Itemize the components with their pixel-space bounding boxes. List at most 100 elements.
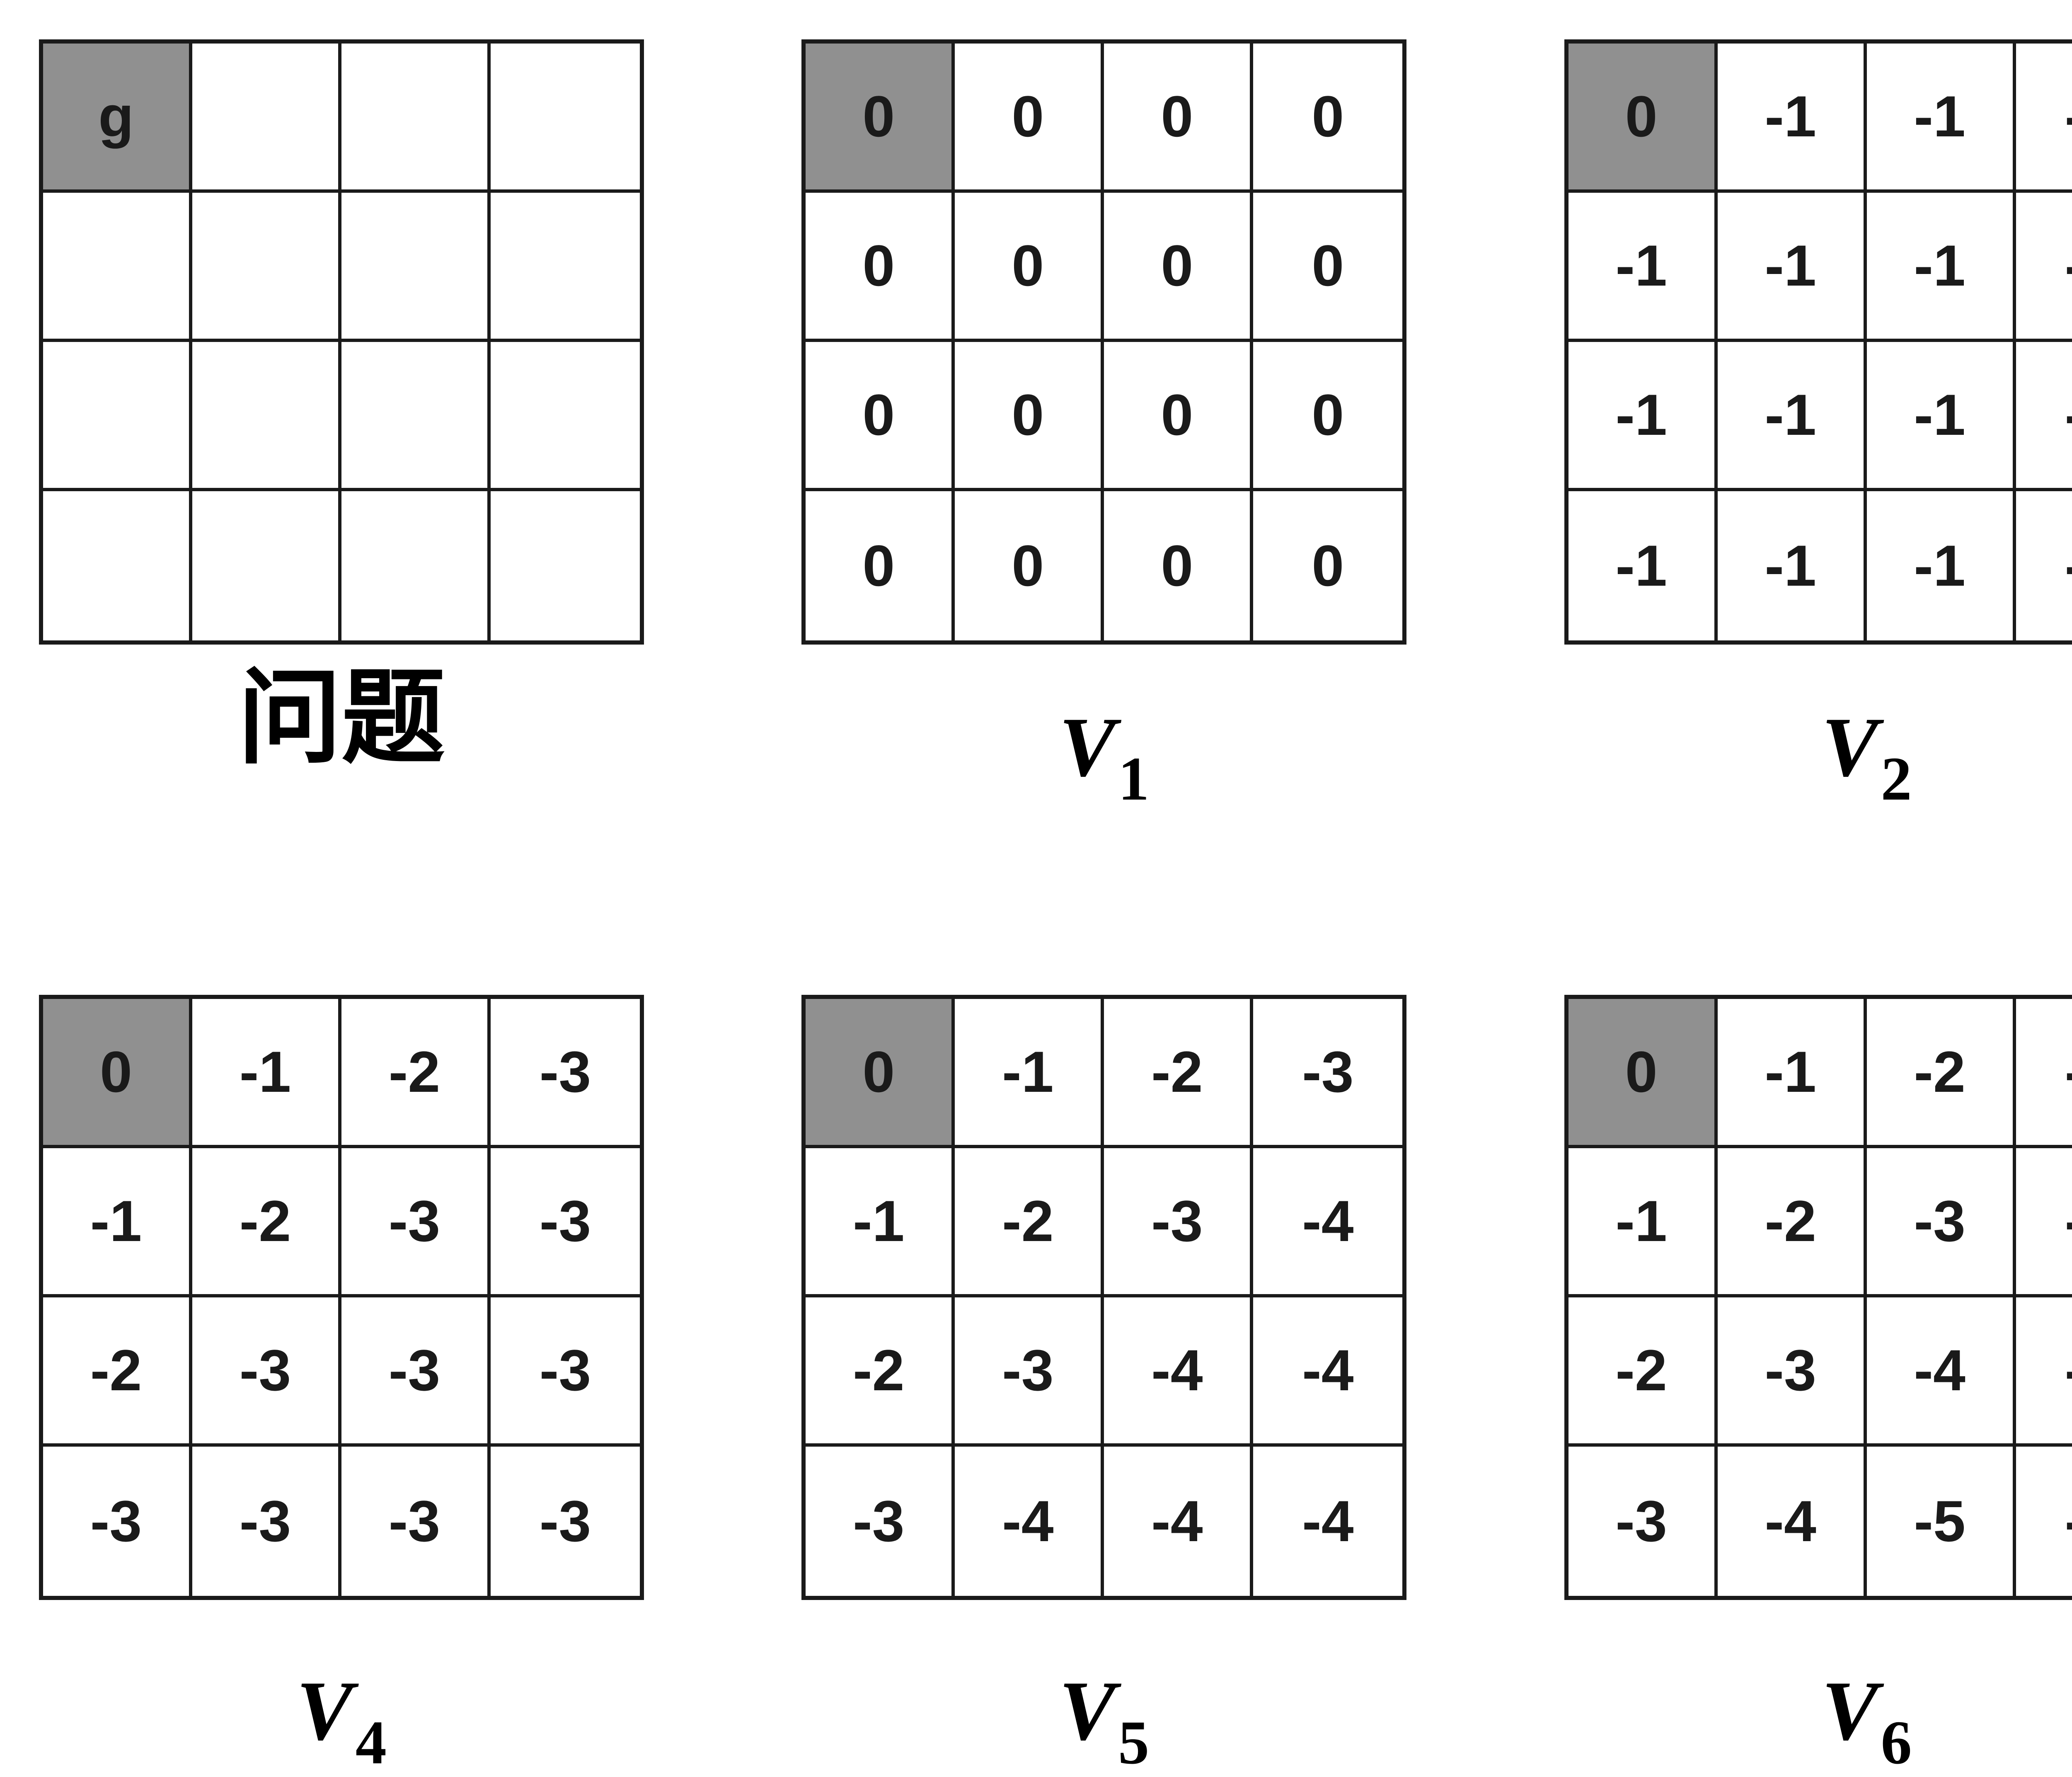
grid-cell-r0c1	[192, 44, 341, 193]
grid-cell-r1c3	[491, 193, 640, 342]
grid-caption-v4: V4	[39, 1600, 644, 1775]
grid-v5: 0-1-2-3-1-2-3-4-2-3-4-4-3-4-4-4	[801, 995, 1407, 1600]
grid-cell-r1c2: 0	[1104, 193, 1254, 342]
grid-cell-r1c3: 0	[1253, 193, 1403, 342]
grid-cell-r2c0: -2	[1568, 1297, 1718, 1447]
grid-cell-r2c2: -4	[1104, 1297, 1254, 1447]
grid-cell-r3c0: -1	[1569, 491, 1718, 640]
panel-v5: 0-1-2-3-1-2-3-4-2-3-4-4-3-4-4-4 V5	[801, 995, 1407, 1775]
grid-cell-r0c2: -2	[1866, 999, 2016, 1148]
grid-cell-r0c1: -1	[1717, 44, 1867, 193]
grid-cell-r1c1: -2	[955, 1148, 1104, 1297]
grid-cell-r1c2: -3	[1866, 1148, 2016, 1297]
grid-cell-r1c0	[43, 193, 192, 342]
grid-cell-r2c1: -3	[1717, 1297, 1867, 1447]
grid-cell-r3c1: -3	[192, 1447, 341, 1596]
grid-cell-r0c3	[491, 44, 640, 193]
grid-cell-r0c3: -3	[2016, 999, 2072, 1148]
grid-cell-r2c0: -1	[1568, 342, 1718, 491]
caption-label-v6: V6	[1822, 1668, 1912, 1774]
grid-cell-r1c2: -3	[1104, 1148, 1254, 1297]
caption-subscript-v5: 5	[1118, 1708, 1150, 1777]
panel-problem: g 问题	[39, 39, 644, 995]
grid-cell-r0c1: -1	[1717, 999, 1867, 1148]
grid-cell-r3c0: -3	[806, 1447, 955, 1596]
grid-cell-r0c1: 0	[955, 44, 1104, 193]
caption-symbol-v2: V	[1821, 700, 1878, 794]
grid-row-2: 0-1-2-3-1-2-3-3-2-3-3-3-3-3-3-3 V4 0-1-2…	[0, 995, 2072, 1775]
panel-v2: 0-1-1-1-1-1-1-1-1-1-1-1-1-1-1-1 V2	[1564, 39, 2072, 995]
grid-caption-v5: V5	[801, 1600, 1406, 1775]
grid-cell-r1c1: -2	[1717, 1148, 1867, 1297]
grid-cell-r2c3: -1	[2016, 342, 2072, 491]
grid-cell-r3c0: -3	[43, 1447, 192, 1596]
grid-cell-r1c3: -3	[491, 1148, 640, 1297]
grid-cell-r2c1: -1	[1717, 342, 1867, 491]
grid-cell-r2c0	[43, 342, 192, 491]
goal-cell-r0c0: 0	[1568, 999, 1718, 1148]
grid-cell-r2c2	[341, 342, 491, 491]
grid-cell-r0c3: -1	[2016, 44, 2072, 193]
grid-cell-r3c3: -4	[1302, 1489, 1354, 1554]
grid-cell-r2c1	[192, 342, 341, 491]
grid-cell-r0c2	[341, 44, 491, 193]
grid-cell-r0c3: -3	[1253, 999, 1403, 1148]
goal-cell-r0c0: 0	[806, 44, 955, 193]
grid-cell-r3c2: -1	[1867, 491, 2016, 640]
grid-cell-r3c1: 0	[955, 491, 1104, 640]
grid-cell-r2c3: -3	[491, 1297, 640, 1447]
grid-cell-r1c0: 0	[806, 193, 955, 342]
grid-cell-r2c3: -5	[2016, 1297, 2072, 1447]
grid-cell-r3c1	[192, 491, 341, 640]
grid-cell-r0c2: -1	[1866, 44, 2016, 193]
grid-cell-r3c2: 0	[1104, 491, 1254, 640]
caption-subscript-v6: 6	[1881, 1708, 1912, 1777]
grid-cell-r3c1: -1	[1718, 491, 1867, 640]
caption-symbol-v1: V	[1059, 700, 1116, 794]
grid-cell-r3c1: -4	[955, 1447, 1104, 1596]
grid-cell-r0c2: -2	[1104, 999, 1254, 1148]
caption-symbol-v5: V	[1059, 1664, 1116, 1758]
grid-cell-r2c0: -2	[43, 1297, 192, 1447]
caption-label-v4: V4	[296, 1668, 387, 1774]
grid-cell-r2c0: 0	[806, 342, 955, 491]
grid-caption-v6: V6	[1564, 1600, 2072, 1775]
grid-cell-r1c0: -1	[1568, 193, 1718, 342]
grid-cell-r0c2: 0	[1104, 44, 1254, 193]
caption-symbol-v6: V	[1821, 1664, 1878, 1758]
caption-label-v5: V5	[1059, 1668, 1149, 1774]
grid-cell-r1c2	[341, 193, 491, 342]
grid-cell-r1c2: -3	[341, 1148, 491, 1297]
grid-cell-r1c2: -1	[1866, 193, 2016, 342]
grid-cell-r2c0: -2	[806, 1297, 955, 1447]
goal-cell-r0c0: g	[43, 44, 192, 193]
caption-subscript-v2: 2	[1881, 744, 1912, 813]
grid-cell-r1c3: -4	[1253, 1148, 1403, 1297]
grid-v6: 0-1-2-3-1-2-3-4-2-3-4-5-3-4-5-5	[1564, 995, 2072, 1600]
grid-cell-r1c1: -2	[192, 1148, 341, 1297]
grid-cell-r2c1: -3	[955, 1297, 1104, 1447]
grid-cell-r3c3	[491, 491, 640, 640]
grid-cell-r3c3: -3	[539, 1489, 591, 1554]
panel-v4: 0-1-2-3-1-2-3-3-2-3-3-3-3-3-3-3 V4	[39, 995, 644, 1775]
grid-cell-r2c1: -3	[192, 1297, 341, 1447]
grid-cell-r1c1: 0	[955, 193, 1104, 342]
grid-cell-r0c3: 0	[1253, 44, 1403, 193]
grid-cell-r3c2: -4	[1104, 1447, 1254, 1596]
goal-cell-r0c0: 0	[806, 999, 955, 1148]
grid-cell-r2c3: 0	[1253, 342, 1403, 491]
caption-label-v1: V1	[1059, 705, 1149, 810]
grid-problem: g	[39, 39, 644, 645]
grid-cell-r1c3: -4	[2016, 1148, 2072, 1297]
grid-cell-r2c2: 0	[1104, 342, 1254, 491]
grid-cell-r0c2: -2	[341, 999, 491, 1148]
grid-cell-r1c0: -1	[43, 1148, 192, 1297]
grid-caption-v1: V1	[801, 645, 1406, 995]
grid-cell-r3c1: -4	[1718, 1447, 1867, 1596]
grid-cell-r2c3	[491, 342, 640, 491]
grid-cell-r0c1: -1	[192, 999, 341, 1148]
grid-cell-r3c3: -1	[2016, 491, 2072, 640]
